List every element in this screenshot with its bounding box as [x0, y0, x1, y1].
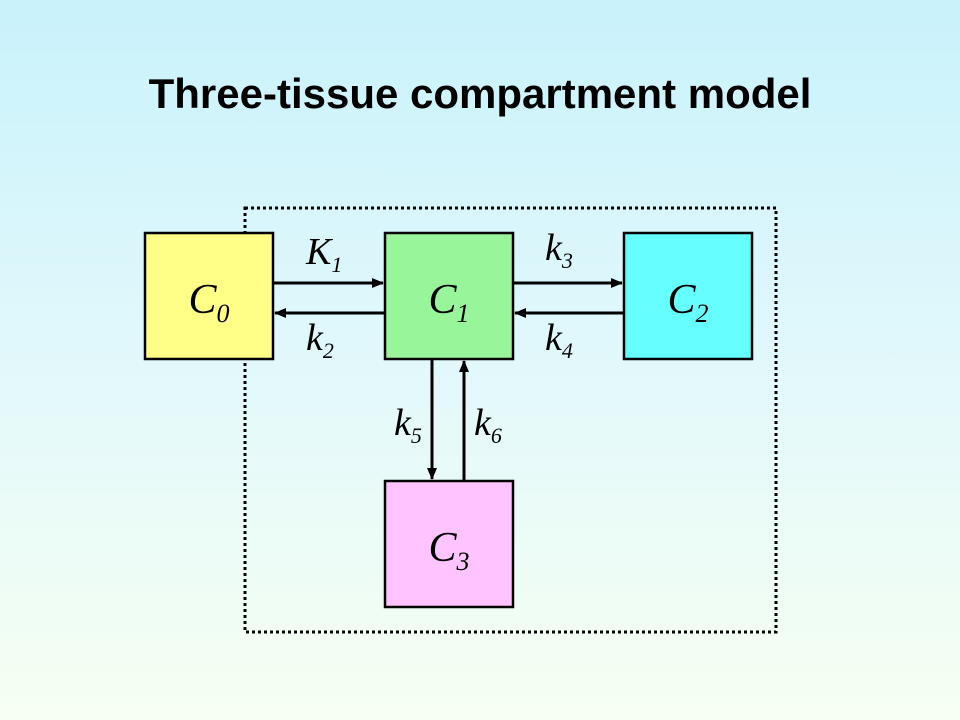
compartment-c3-label: C3 [428, 525, 469, 576]
compartment-c0-label: C0 [188, 277, 229, 328]
compartment-c1-box [383, 231, 515, 361]
compartment-c0-box [143, 231, 275, 361]
rate-label-k4: k4 [545, 317, 573, 363]
tissue-boundary [243, 206, 778, 634]
compartment-c2-box [622, 231, 754, 361]
rate-label-k3: k3 [545, 227, 573, 273]
rate-label-k2: k2 [306, 317, 334, 363]
compartment-c1-label: C1 [428, 277, 469, 328]
slide-title: Three-tissue compartment model [148, 70, 812, 117]
compartment-c3-box [383, 479, 515, 609]
compartment-c2-label: C2 [667, 277, 708, 328]
rate-label-k6: k6 [474, 402, 502, 448]
rate-label-k1: K1 [305, 231, 342, 277]
rate-label-k5: k5 [394, 402, 422, 448]
